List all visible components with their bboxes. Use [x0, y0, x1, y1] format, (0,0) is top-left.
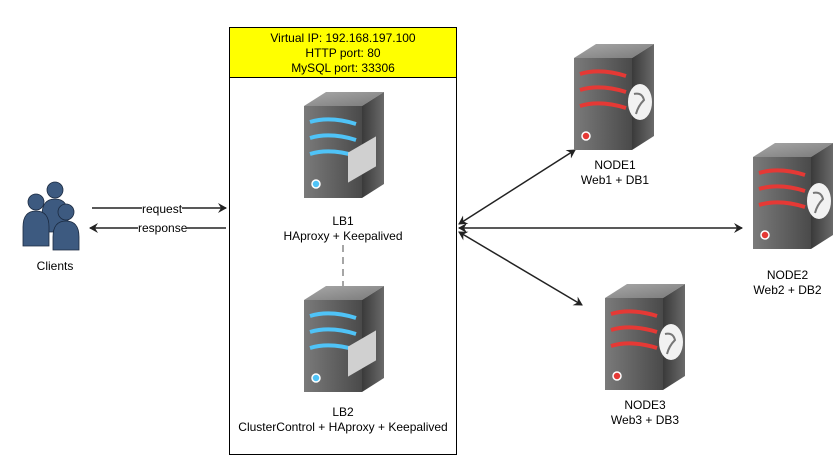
node1-server-icon — [574, 44, 654, 150]
lb2-desc: ClusterControl + HAproxy + Keepalived — [238, 420, 448, 434]
node3-desc: Web3 + DB3 — [610, 413, 680, 427]
node1-label: NODE1 Web1 + DB1 — [560, 158, 670, 188]
node1-name: NODE1 — [594, 158, 636, 172]
lb-node3-link — [458, 231, 583, 306]
lb-node1-link — [458, 149, 576, 225]
node2-server-icon — [753, 143, 833, 249]
node1-desc: Web1 + DB1 — [580, 173, 650, 187]
node3-label: NODE3 Web3 + DB3 — [590, 398, 700, 428]
node3-server-icon — [605, 284, 685, 390]
node2-name: NODE2 — [766, 268, 809, 282]
lb2-label: LB2 ClusterControl + HAproxy + Keepalive… — [229, 405, 457, 435]
lb2-server-icon — [304, 286, 384, 392]
load-balancer-group — [229, 77, 457, 455]
mysql-port-label: MySQL port: 33306 — [291, 61, 395, 75]
http-port-label: HTTP port: 80 — [305, 46, 381, 60]
node3-name: NODE3 — [624, 398, 666, 412]
node2-desc: Web2 + DB2 — [753, 283, 822, 297]
users-icon — [22, 181, 80, 251]
lb2-name: LB2 — [332, 405, 354, 419]
virtual-ip-label: Virtual IP: 192.168.197.100 — [270, 31, 416, 45]
lb1-label: LB1 HAproxy + Keepalived — [243, 214, 443, 244]
virtual-ip-box: Virtual IP: 192.168.197.100 HTTP port: 8… — [229, 27, 457, 78]
lb1-server-icon — [304, 92, 384, 198]
lb1-name: LB1 — [332, 214, 354, 228]
lb1-desc: HAproxy + Keepalived — [283, 229, 403, 243]
clients-label: Clients — [36, 259, 74, 273]
response-label: response — [138, 221, 188, 235]
node2-label: NODE2 Web2 + DB2 — [735, 268, 840, 298]
request-label: request — [142, 202, 183, 216]
